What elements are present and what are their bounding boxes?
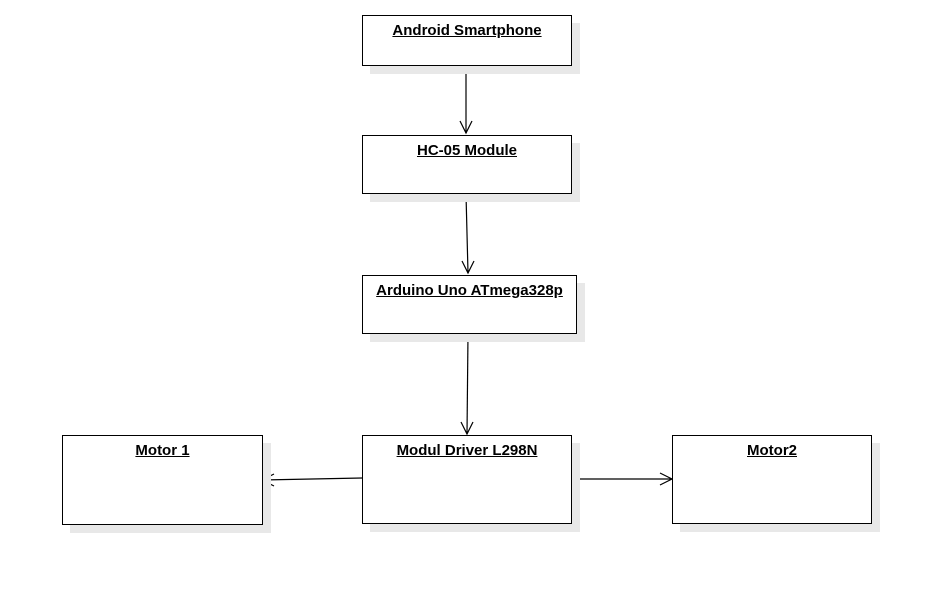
arrow-hc05-to-arduino [461, 193, 475, 275]
arrow-driver-to-motor2 [572, 472, 674, 486]
block-label: Android Smartphone [392, 22, 542, 39]
block-label: HC-05 Module [416, 142, 517, 159]
arrow-arduino-to-driver [460, 333, 474, 436]
block-hc05-module[interactable]: HC-05 Module [362, 135, 572, 194]
block-modul-driver[interactable]: Modul Driver L298N [362, 435, 572, 524]
block-android-smartphone[interactable]: Android Smartphone [362, 15, 572, 66]
arrow-android-to-hc05 [459, 66, 473, 135]
arrow-driver-to-motor1 [260, 473, 363, 487]
block-arduino-uno[interactable]: Arduino Uno ATmega328p [362, 275, 577, 334]
block-label: Motor 1 [135, 442, 190, 459]
block-label: Modul Driver L298N [396, 442, 538, 459]
block-motor-1[interactable]: Motor 1 [62, 435, 263, 525]
block-label: Motor2 [747, 442, 797, 459]
block-motor-2[interactable]: Motor2 [672, 435, 872, 524]
block-label: Arduino Uno ATmega328p [376, 282, 563, 299]
